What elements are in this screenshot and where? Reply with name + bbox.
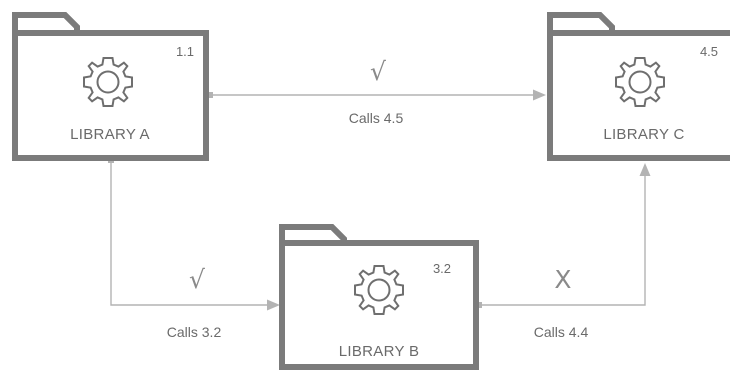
call-label-a-to-b: Calls 3.2: [167, 324, 222, 340]
library-c-version: 4.5: [700, 44, 718, 59]
library-a-label: LIBRARY A: [70, 126, 150, 143]
status-mark-b-to-c: X: [554, 265, 571, 294]
library-b-version: 3.2: [433, 261, 451, 276]
library-a-version: 1.1: [176, 44, 194, 59]
connector-a-to-c: [208, 89, 546, 101]
library-a-folder[interactable]: 1.1 LIBRARY A: [12, 12, 209, 161]
folder-icon: [279, 224, 479, 370]
library-c-folder[interactable]: 4.5 LIBRARY C: [547, 12, 730, 161]
folder-icon: [12, 12, 209, 161]
call-label-b-to-c: Calls 4.4: [534, 324, 589, 340]
call-label-a-to-c: Calls 4.5: [349, 110, 404, 126]
library-b-label: LIBRARY B: [339, 343, 420, 360]
folder-icon: [547, 12, 730, 161]
status-mark-a-to-c: √: [370, 57, 386, 86]
library-b-folder[interactable]: 3.2 LIBRARY B: [279, 224, 479, 370]
library-c-label: LIBRARY C: [603, 126, 684, 143]
status-mark-a-to-b: √: [189, 265, 205, 294]
connector-b-to-c: [477, 163, 651, 308]
